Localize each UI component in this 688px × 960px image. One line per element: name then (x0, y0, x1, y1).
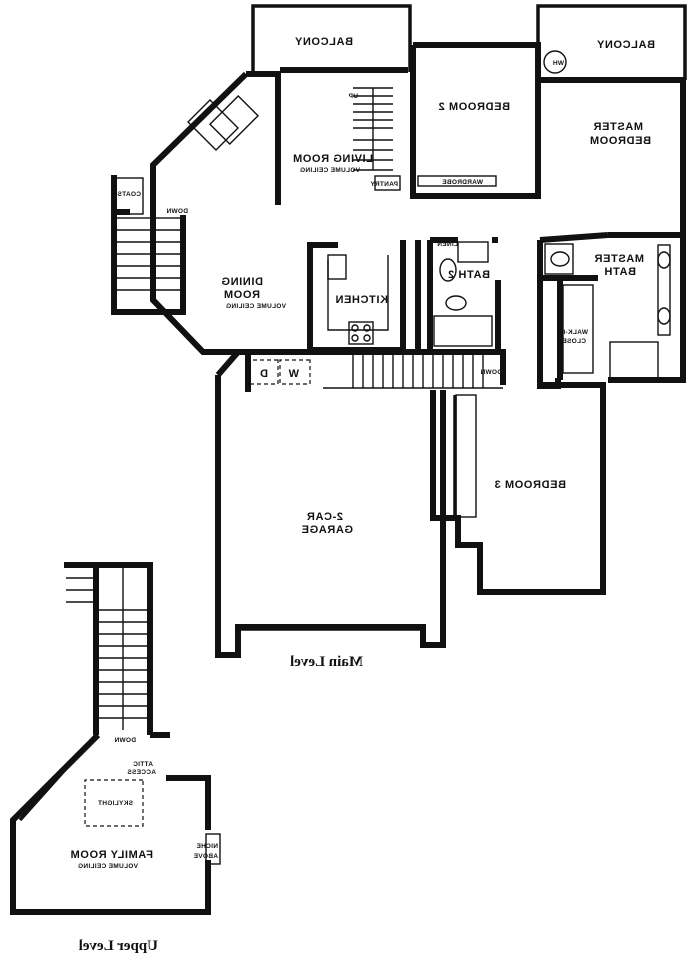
label-stair-up: UP (348, 93, 358, 100)
stairs (66, 87, 503, 730)
label-coats: COATS (117, 191, 141, 198)
label-master-bedroom-1: MASTER (593, 121, 643, 133)
label-family-room: FAMILY ROOM (70, 849, 153, 861)
label-pantry: PANTRY (370, 181, 398, 188)
label-stair-down-coats: DOWN (166, 208, 188, 215)
label-balcony-left: BALCONY (294, 36, 353, 48)
label-balcony-right: BALCONY (596, 39, 655, 51)
label-family-room-note: VOLUME CEILING (78, 863, 138, 870)
label-walk-in-2: CLOSET (558, 338, 586, 345)
label-stair-down-main: DOWN (480, 369, 502, 376)
label-bedroom-3: BEDROOM 3 (494, 479, 566, 491)
caption-main-level: Main Level (290, 654, 363, 670)
label-master-bath-2: BATH (604, 266, 636, 278)
label-attic-1: ATTIC (133, 761, 153, 768)
main-level-walls (111, 4, 687, 658)
fixtures (84, 50, 671, 865)
mirrored-drawing: BALCONY BALCONY BEDROOM 2 MASTER BEDROOM… (10, 4, 687, 954)
label-kitchen: KITCHEN (335, 294, 388, 306)
labels: BALCONY BALCONY BEDROOM 2 MASTER BEDROOM… (70, 36, 655, 954)
label-washer: W (288, 368, 299, 380)
label-bath-2: BATH 2 (447, 269, 490, 281)
label-bedroom-2: BEDROOM 2 (438, 101, 510, 113)
label-master-bedroom-2: BEDROOM (589, 135, 651, 147)
caption-upper-level: Upper Level (79, 938, 158, 954)
label-dining-2: ROOM (223, 289, 260, 301)
label-wh: WH (553, 60, 564, 67)
label-garage-2: GARAGE (301, 524, 353, 536)
label-dining-note: VOLUME CEILING (226, 303, 286, 310)
upper-level-walls (10, 562, 211, 915)
label-walk-in-1: WALK-IN (558, 329, 588, 336)
label-attic-2: ACCESS (127, 769, 156, 776)
label-stair-down-upper: DOWN (114, 737, 136, 744)
label-niche-2: ABOVE (193, 853, 218, 860)
label-dining-1: DINING (221, 276, 263, 288)
label-garage-1: 2-CAR (306, 511, 343, 523)
label-living-room-note: VOLUME CEILING (300, 167, 360, 174)
label-master-bath-1: MASTER (594, 253, 644, 265)
label-skylight: SKYLIGHT (98, 800, 133, 807)
label-niche-1: NICHE (196, 843, 218, 850)
label-living-room: LIVING ROOM (292, 153, 373, 165)
label-wardrobe-bedroom2: WARDROBE (442, 179, 483, 186)
label-linen: LINEN (437, 241, 458, 248)
label-dryer: D (259, 368, 268, 380)
